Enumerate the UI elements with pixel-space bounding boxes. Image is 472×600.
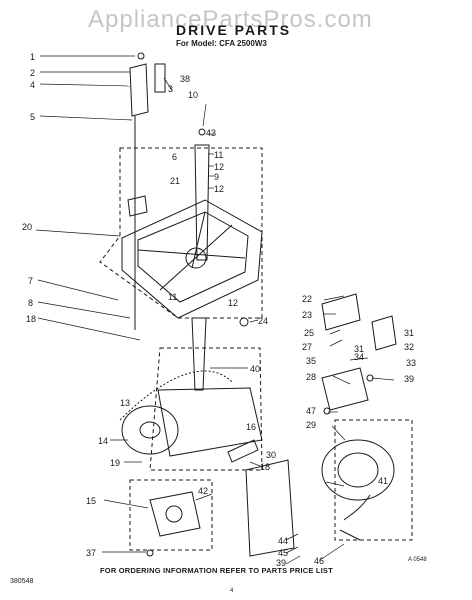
- callout-33: 33: [406, 358, 416, 368]
- callout-24: 24: [258, 316, 268, 326]
- callout-46: 46: [314, 556, 324, 566]
- callout-2: 2: [30, 68, 35, 78]
- agitator-shaft: [191, 317, 207, 391]
- callout-11: 11: [168, 292, 177, 302]
- bushing-38: [154, 63, 166, 93]
- callout-35: 35: [306, 356, 316, 366]
- screw-47: [323, 407, 331, 415]
- plate-spoke-b: [137, 249, 246, 259]
- callout-3: 3: [168, 84, 173, 94]
- callout-8: 8: [28, 298, 33, 308]
- page-mark: 4: [230, 588, 234, 594]
- callout-1: 1: [30, 52, 35, 62]
- callout-25: 25: [304, 328, 314, 338]
- drive-assembly-boundary: [149, 347, 263, 471]
- plate-hub: [185, 247, 207, 269]
- plate-spoke-c: [159, 224, 233, 291]
- callout-32: 32: [404, 342, 414, 352]
- ordering-note: FOR ORDERING INFORMATION REFER TO PARTS …: [100, 566, 333, 575]
- callout-37: 37: [86, 548, 96, 558]
- callout-20: 20: [22, 222, 32, 232]
- callout-13: 13: [120, 398, 130, 408]
- brake-spring-bracket: [227, 439, 259, 463]
- harness-connector: [339, 529, 361, 541]
- callout-31: 31: [354, 344, 364, 354]
- callout-28: 28: [306, 372, 316, 382]
- actuator-bracket: [129, 63, 149, 117]
- callout-14: 14: [98, 436, 108, 446]
- nut-24: [239, 317, 249, 327]
- motor-bracket-23: [321, 293, 361, 331]
- rod-clip: [127, 195, 148, 217]
- callout-21: 21: [170, 176, 180, 186]
- callout-31: 31: [404, 328, 414, 338]
- brake-center: [165, 505, 183, 523]
- spindle-tube: [194, 144, 210, 261]
- motor-assembly-boundary: [334, 419, 413, 541]
- motor-shield-30: [245, 459, 295, 557]
- motor-body: [321, 439, 395, 501]
- callout-22: 22: [302, 294, 312, 304]
- callout-42: 42: [198, 486, 208, 496]
- callout-34: 34: [354, 352, 364, 362]
- base-assembly-boundary: [99, 147, 263, 319]
- callout-12: 12: [214, 162, 224, 172]
- callout-30: 30: [266, 450, 276, 460]
- callout-44: 44: [278, 536, 288, 546]
- callout-41: 41: [378, 476, 388, 486]
- screw-37: [146, 549, 154, 557]
- callout-40: 40: [250, 364, 260, 374]
- callout-15: 15: [86, 496, 96, 506]
- callout-45: 45: [278, 548, 288, 558]
- transmission-housing: [157, 387, 263, 457]
- callout-11: 11: [214, 150, 223, 160]
- model-line: For Model: CFA 2500W3: [176, 39, 267, 48]
- nut-43: [198, 128, 206, 136]
- diagram-title: DRIVE PARTS: [176, 22, 292, 38]
- drawing-code-right: A 0548: [408, 557, 427, 563]
- drive-belt: [119, 370, 233, 421]
- callout-27: 27: [302, 342, 312, 352]
- motor-wire: [343, 494, 371, 521]
- callout-38: 38: [180, 74, 190, 84]
- callout-47: 47: [306, 406, 316, 416]
- drive-pulley-hub: [139, 421, 161, 439]
- brake-assembly: [149, 491, 201, 537]
- base-plate: [121, 199, 263, 319]
- motor-bracket-31: [371, 315, 397, 351]
- motor-end-cap: [337, 452, 379, 488]
- callout-12: 12: [228, 298, 238, 308]
- callout-9: 9: [214, 172, 219, 182]
- callout-29: 29: [306, 420, 316, 430]
- watermark-text: AppliancePartsPros.com: [88, 6, 373, 33]
- callout-18: 18: [260, 462, 270, 472]
- motor-mount-plate: [321, 367, 369, 411]
- callout-7: 7: [28, 276, 33, 286]
- callout-23: 23: [302, 310, 312, 320]
- callout-39: 39: [404, 374, 414, 384]
- callout-16: 16: [246, 422, 256, 432]
- nut-1: [137, 52, 145, 60]
- callout-43: 43: [206, 128, 216, 138]
- drawing-code-left: 380548: [10, 578, 34, 585]
- callout-12: 12: [214, 184, 224, 194]
- callout-10: 10: [188, 90, 198, 100]
- callout-4: 4: [30, 80, 35, 90]
- callout-6: 6: [172, 152, 177, 162]
- drive-pulley: [121, 405, 179, 455]
- callout-19: 19: [110, 458, 120, 468]
- callout-5: 5: [30, 112, 35, 122]
- callout-39: 39: [276, 558, 286, 568]
- callout-labels: 1245363810431112912212011122478182223252…: [22, 52, 416, 568]
- callout-18: 18: [26, 314, 36, 324]
